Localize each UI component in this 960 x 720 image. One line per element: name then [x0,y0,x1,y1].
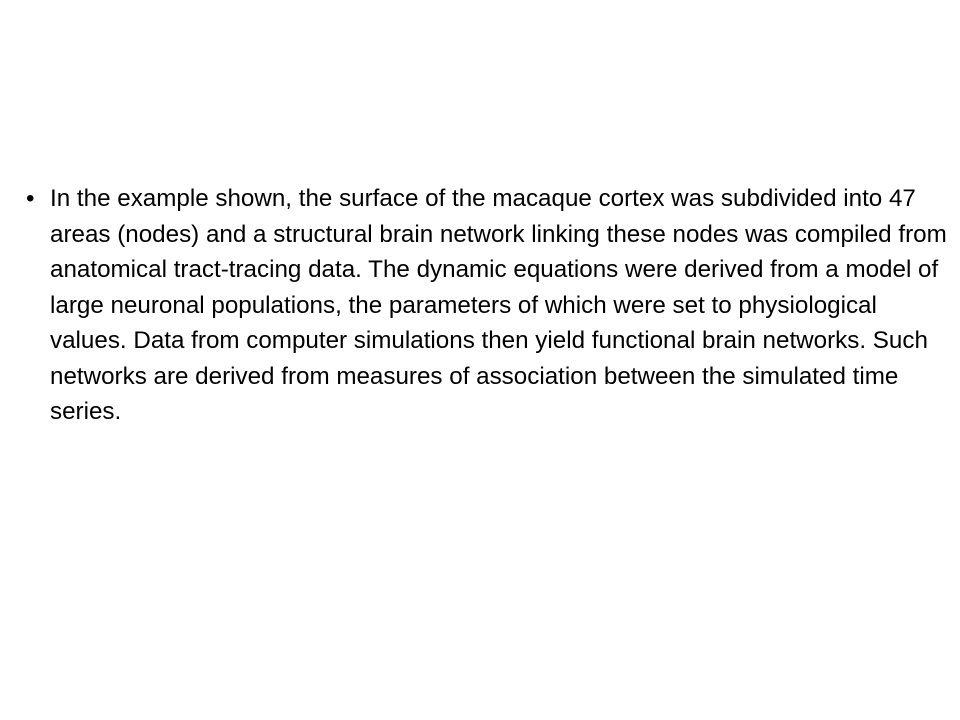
bullet-list: • In the example shown, the surface of t… [26,181,954,430]
bullet-dot-icon: • [26,185,35,212]
bullet-item: • In the example shown, the surface of t… [26,181,954,430]
bullet-text: In the example shown, the surface of the… [50,185,947,425]
